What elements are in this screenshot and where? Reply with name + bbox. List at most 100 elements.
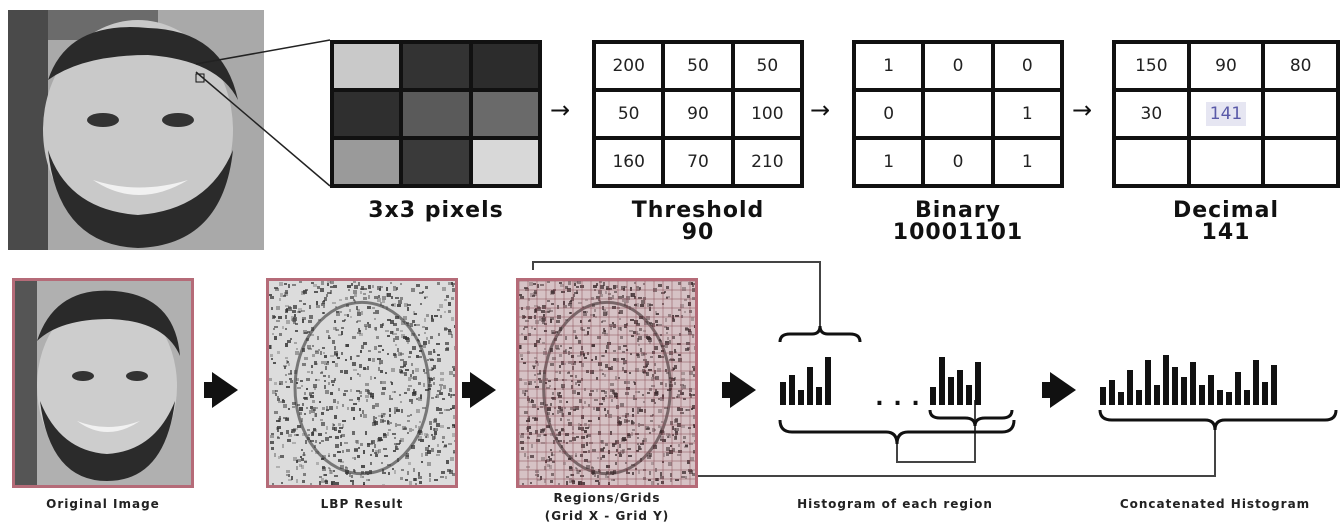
region-b-bar xyxy=(957,370,963,405)
caption-concatenated-histogram: Concatenated Histogram xyxy=(1119,497,1311,511)
concat-bar xyxy=(1100,387,1106,405)
threshold-cell: 50 xyxy=(596,92,662,136)
decimal-cell: 80 xyxy=(1265,44,1336,88)
histogram-ellipsis: . . . xyxy=(875,386,921,411)
region-histogram-b xyxy=(930,355,981,405)
concatenated-histogram xyxy=(1100,355,1277,405)
concat-bar xyxy=(1262,382,1268,405)
arrow-right-1: → xyxy=(550,96,571,124)
decimal-cell xyxy=(1190,140,1262,184)
arrow-right-2: → xyxy=(810,96,831,124)
decimal-cell: 30 xyxy=(1116,92,1187,136)
original-image xyxy=(12,278,194,488)
decimal-cell: 141 xyxy=(1190,92,1262,136)
region-b-bar xyxy=(966,385,972,405)
arrow-big-2 xyxy=(470,372,496,408)
region-b-bar xyxy=(930,387,936,405)
concat-bar xyxy=(1109,380,1115,405)
concat-bar xyxy=(1136,390,1142,405)
arrow-big-2-stem xyxy=(462,382,472,398)
caption-decimal: Decimal xyxy=(1172,198,1280,223)
pixel-grid-3x3 xyxy=(330,40,542,188)
decimal-cell xyxy=(1116,140,1187,184)
region-b-bar xyxy=(975,362,981,405)
concat-bar xyxy=(1154,385,1160,405)
binary-cell: 0 xyxy=(994,44,1060,88)
concat-bar xyxy=(1172,367,1178,405)
caption-lbp-result: LBP Result xyxy=(320,497,404,511)
arrow-right-3: → xyxy=(1072,96,1093,124)
decimal-cell xyxy=(1265,92,1336,136)
region-a-bar xyxy=(798,390,804,405)
concat-bar xyxy=(1226,392,1232,405)
threshold-cell: 50 xyxy=(734,44,800,88)
pixel-cell xyxy=(472,140,538,184)
binary-cell: 1 xyxy=(994,140,1060,184)
concat-bar xyxy=(1118,392,1124,405)
region-a-bar xyxy=(816,387,822,405)
face-illustration xyxy=(8,10,264,250)
arrow-big-1-stem xyxy=(204,382,214,398)
caption-regions-line1: Regions/Grids xyxy=(553,491,661,505)
pixel-cell xyxy=(472,44,538,88)
threshold-cell: 160 xyxy=(596,140,662,184)
binary-cell: 1 xyxy=(856,140,922,184)
pixel-cell xyxy=(334,92,400,136)
concat-bar xyxy=(1244,390,1250,405)
concat-bar xyxy=(1271,365,1277,405)
decimal-value: 141 xyxy=(1201,220,1251,245)
binary-cell xyxy=(925,92,991,136)
regions-texture xyxy=(519,281,695,485)
threshold-cell: 70 xyxy=(665,140,731,184)
binary-cell: 1 xyxy=(856,44,922,88)
binary-cell: 0 xyxy=(925,140,991,184)
binary-cell: 0 xyxy=(856,92,922,136)
binary-value: 10001101 xyxy=(892,220,1024,245)
face-illustration-small xyxy=(15,281,191,485)
caption-original-image: Original Image xyxy=(46,497,160,511)
concat-bar xyxy=(1127,370,1133,405)
pixel-cell xyxy=(472,92,538,136)
concat-bar xyxy=(1163,355,1169,405)
region-a-bar xyxy=(780,382,786,405)
caption-threshold: Threshold xyxy=(631,198,765,223)
region-a-bar xyxy=(807,367,813,405)
threshold-cell: 90 xyxy=(665,92,731,136)
arrow-big-4 xyxy=(1050,372,1076,408)
pixel-cell xyxy=(403,44,469,88)
concat-bar xyxy=(1208,375,1214,405)
regions-grid-image xyxy=(516,278,698,488)
concat-bar xyxy=(1190,362,1196,405)
concat-bar xyxy=(1181,377,1187,405)
arrow-big-4-stem xyxy=(1042,382,1052,398)
region-b-bar xyxy=(939,357,945,405)
region-a-bar xyxy=(825,357,831,405)
region-histogram-a xyxy=(780,355,831,405)
caption-histogram-each-region: Histogram of each region xyxy=(797,497,993,511)
threshold-value: 90 xyxy=(681,220,715,245)
threshold-cell: 210 xyxy=(734,140,800,184)
pixel-cell xyxy=(334,140,400,184)
lbp-result-image xyxy=(266,278,458,488)
region-b-bar xyxy=(948,377,954,405)
region-a-bar xyxy=(789,375,795,405)
caption-binary: Binary xyxy=(914,198,1001,223)
concat-bar xyxy=(1199,385,1205,405)
binary-cell: 1 xyxy=(994,92,1060,136)
face-photo-large xyxy=(8,10,264,250)
threshold-cell: 50 xyxy=(665,44,731,88)
arrow-big-3-stem xyxy=(722,382,732,398)
arrow-big-3 xyxy=(730,372,756,408)
arrow-big-1 xyxy=(212,372,238,408)
pixel-cell xyxy=(403,140,469,184)
binary-cell: 0 xyxy=(925,44,991,88)
caption-3x3-pixels: 3x3 pixels xyxy=(368,198,504,223)
concat-bar xyxy=(1145,360,1151,405)
caption-regions-line2: (Grid X - Grid Y) xyxy=(544,509,670,523)
concat-bar xyxy=(1235,372,1241,405)
threshold-cell: 200 xyxy=(596,44,662,88)
